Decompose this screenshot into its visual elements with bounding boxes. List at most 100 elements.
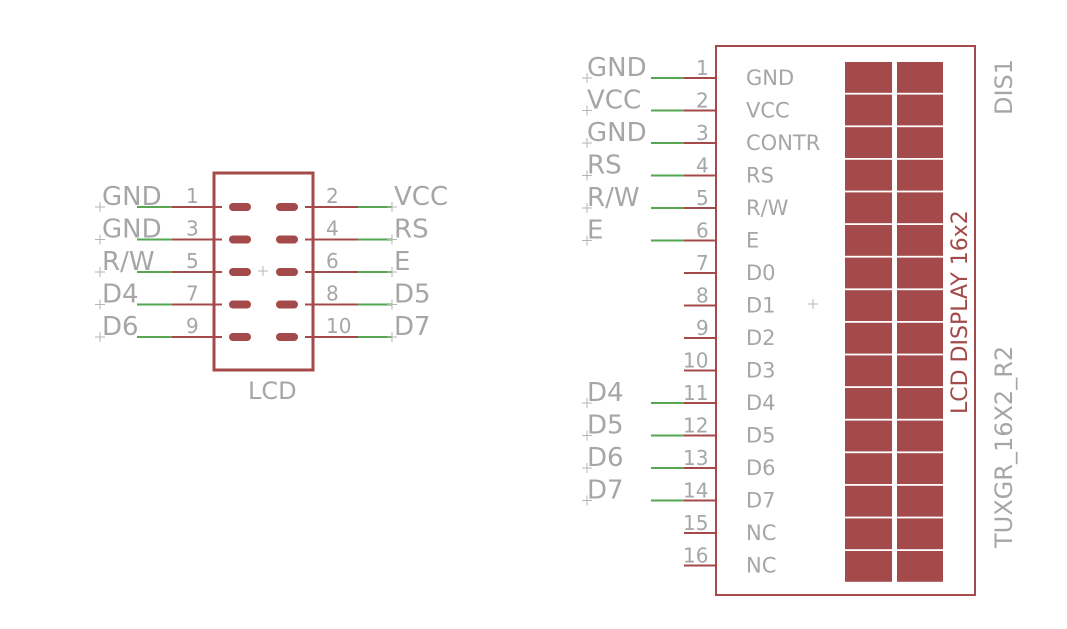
pin-name: R/W <box>746 196 789 220</box>
pin-name: D5 <box>746 424 776 448</box>
pin-number: 9 <box>186 314 199 338</box>
pin-number: 2 <box>326 184 339 208</box>
net-label: VCC <box>394 182 448 212</box>
pin-number: 16 <box>683 544 708 568</box>
pin-number: 2 <box>696 89 709 113</box>
pin-name: VCC <box>746 99 790 123</box>
pad <box>229 203 251 211</box>
display-pin-13[interactable]: 13 D6 D6 <box>582 443 776 480</box>
net-label: R/W <box>587 183 640 213</box>
pin-number: 1 <box>186 184 199 208</box>
character-cell <box>897 453 943 484</box>
net-label: GND <box>587 53 647 83</box>
display-cells <box>845 62 943 582</box>
pin-number: 8 <box>326 282 339 306</box>
pin-number: 13 <box>683 446 708 470</box>
net-label: D6 <box>102 312 139 342</box>
character-cell <box>897 420 943 452</box>
pad <box>229 300 251 309</box>
pin-name: E <box>746 229 759 253</box>
pad <box>229 235 251 244</box>
character-cell <box>845 551 892 582</box>
character-cell <box>897 159 943 191</box>
character-cell <box>845 257 892 289</box>
connector-pin-1[interactable]: 1 GND <box>95 182 251 212</box>
net-anchor-marker <box>95 299 105 310</box>
pin-number: 11 <box>683 381 708 405</box>
net-label: GND <box>102 182 162 212</box>
pin-name: D6 <box>746 456 776 480</box>
net-anchor-marker <box>95 202 105 212</box>
connector-pin-8[interactable]: 8 D5 <box>276 280 431 310</box>
net-label: D5 <box>394 280 431 310</box>
net-label: D4 <box>102 280 139 310</box>
character-cell <box>845 62 892 93</box>
character-cell <box>897 355 943 387</box>
character-cell <box>897 485 943 517</box>
character-cell <box>897 551 943 582</box>
net-anchor-marker <box>582 203 592 213</box>
character-cell <box>897 192 943 224</box>
pad <box>276 333 298 341</box>
character-cell <box>845 420 892 452</box>
net-label: D6 <box>587 443 624 473</box>
net-anchor-marker <box>387 234 397 245</box>
pin-name: D7 <box>746 489 776 513</box>
character-cell <box>897 62 943 93</box>
pin-number: 4 <box>326 217 339 241</box>
net-label: GND <box>587 118 647 148</box>
display-origin-marker <box>808 299 818 309</box>
pad <box>276 203 298 211</box>
connector-pin-2[interactable]: 2 VCC <box>276 182 448 212</box>
connector-pin-9[interactable]: 9 D6 <box>95 312 251 342</box>
net-anchor-marker <box>582 170 592 181</box>
pin-name: GND <box>746 66 794 90</box>
pin-number: 4 <box>696 154 709 178</box>
net-label: E <box>394 247 410 277</box>
pin-number: 7 <box>696 251 709 275</box>
net-anchor-marker <box>387 299 397 310</box>
pin-name: D4 <box>746 391 776 415</box>
connector-name: LCD <box>248 377 297 405</box>
character-cell <box>845 192 892 224</box>
pin-number: 3 <box>186 217 199 241</box>
net-anchor-marker <box>582 430 592 441</box>
character-cell <box>845 225 892 256</box>
character-cell <box>897 518 943 550</box>
connector-pin-7[interactable]: 7D4 <box>95 280 251 310</box>
pin-number: 8 <box>696 284 709 308</box>
character-cell <box>845 388 892 419</box>
pin-name: RS <box>746 164 774 188</box>
connector-pin-5[interactable]: 5R/W <box>95 247 251 277</box>
display-body[interactable] <box>715 45 976 596</box>
pin-number: 1 <box>696 56 709 80</box>
pad <box>276 235 298 244</box>
character-cell <box>845 94 892 126</box>
pin-number: 15 <box>683 511 708 535</box>
net-anchor-marker <box>387 332 397 342</box>
display-pin-1[interactable]: 1 GND GND <box>582 53 794 90</box>
pin-number: 3 <box>696 121 709 145</box>
display-label: LCD DISPLAY 16x2 <box>948 210 973 414</box>
